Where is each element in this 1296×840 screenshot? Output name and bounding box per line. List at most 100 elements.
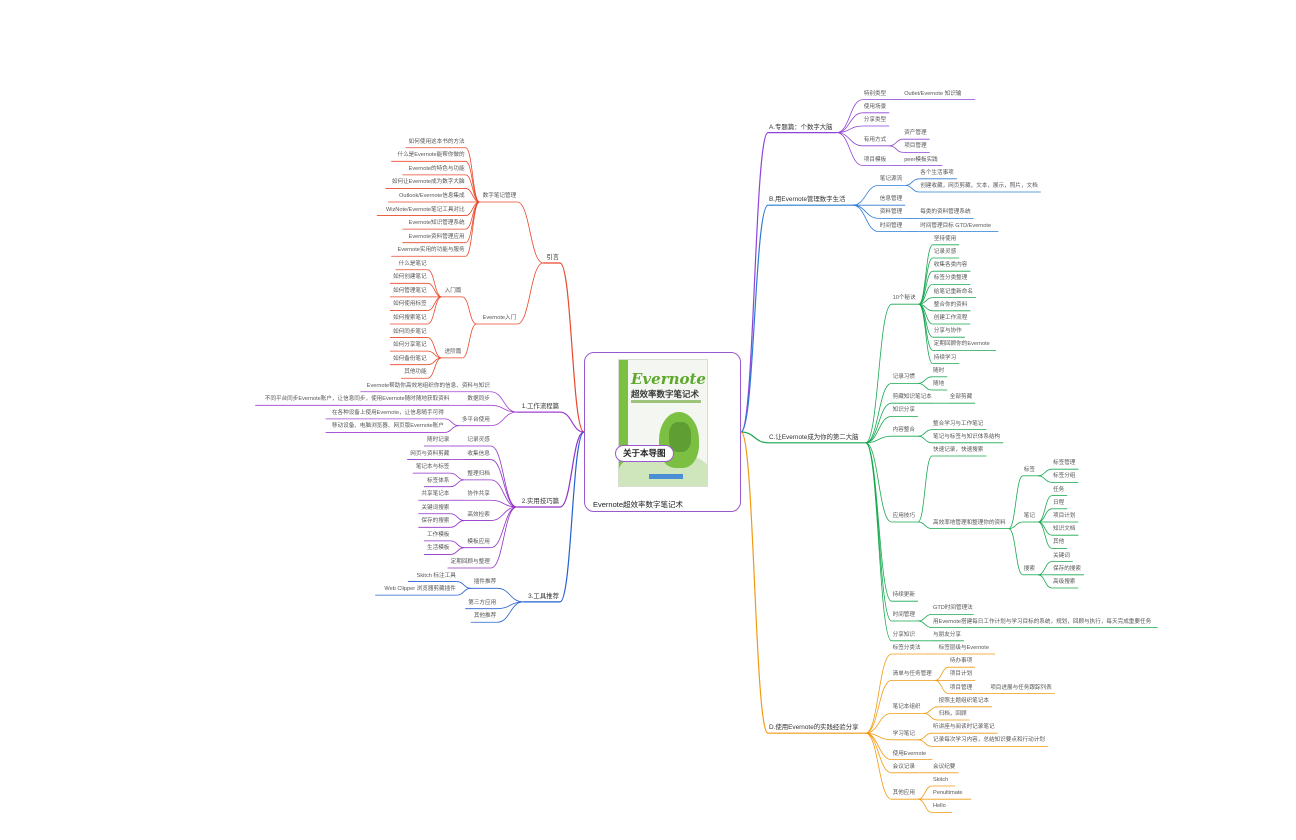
topic-node[interactable]: 在各种设备上使用Evernote，让信息随手可得 <box>331 409 444 416</box>
topic-node[interactable]: 如何管理笔记 <box>393 287 427 294</box>
topic-node[interactable]: 如何创建笔记 <box>393 274 427 281</box>
topic-node[interactable]: 第三方应用 <box>468 599 497 606</box>
topic-node[interactable]: 笔记与标签与知识体系结构 <box>933 433 1001 440</box>
topic-node[interactable]: 标签体系 <box>427 477 450 484</box>
topic-node[interactable]: Penultimate <box>933 790 963 797</box>
topic-node[interactable]: 收集各类内容 <box>933 262 968 269</box>
topic-node[interactable]: 笔记本组织 <box>892 704 921 711</box>
topic-node[interactable]: 项目计划 <box>949 671 973 678</box>
topic-node[interactable]: 待办事项 <box>949 658 973 665</box>
topic-node[interactable]: 内容整合 <box>892 427 915 434</box>
topic-node[interactable]: 知识分享 <box>892 407 915 414</box>
topic-node[interactable]: 有用方式 <box>863 136 887 143</box>
topic-node[interactable]: 持续更新 <box>892 592 915 599</box>
topic-node[interactable]: 如何同步笔记 <box>393 328 427 335</box>
topic-node[interactable]: 3.工具推荐 <box>528 592 559 600</box>
topic-node[interactable]: 1.工作流程篇 <box>521 403 559 411</box>
topic-node[interactable]: 整合你的资料 <box>933 301 968 308</box>
topic-node[interactable]: 资料管理 <box>879 209 903 216</box>
topic-node[interactable]: 坚持使用 <box>933 235 957 242</box>
topic-node[interactable]: 进阶篇 <box>444 348 462 355</box>
topic-node[interactable]: Web Clipper 浏览器剪藏插件 <box>384 586 456 593</box>
topic-node[interactable]: 其他推荐 <box>473 613 497 620</box>
topic-node[interactable]: C.让Evernote成为你的第二大脑 <box>769 433 859 441</box>
topic-node[interactable]: 入门篇 <box>444 287 462 294</box>
topic-node[interactable]: 生活模板 <box>427 545 450 552</box>
topic-node[interactable]: 时间管理 <box>879 222 903 229</box>
topic-node[interactable]: A.专题篇：个数字大脑 <box>769 123 833 131</box>
topic-node[interactable]: 每类的资料管理系统 <box>920 209 971 216</box>
topic-node[interactable]: 笔记本与标签 <box>415 464 450 471</box>
topic-node[interactable]: 如何使用标签 <box>393 301 427 308</box>
topic-node[interactable]: GTD时间管理法 <box>933 605 973 612</box>
topic-node[interactable]: 协作共享 <box>467 491 490 498</box>
topic-node[interactable]: 引言 <box>546 254 559 261</box>
topic-node[interactable]: 项目模板 <box>863 156 887 163</box>
topic-node[interactable]: 整合学习与工作笔记 <box>933 420 984 427</box>
topic-node[interactable]: Evernote资料管理应用 <box>408 233 465 240</box>
topic-node[interactable]: 收集信息 <box>467 450 490 457</box>
topic-node[interactable]: 会议纪要 <box>933 763 956 770</box>
topic-node[interactable]: 使用Evernote <box>892 750 927 757</box>
topic-node[interactable]: 标签分类法 <box>892 645 921 651</box>
topic-node[interactable]: 其他应用 <box>892 790 915 797</box>
topic-node[interactable]: 插件推荐 <box>473 579 497 586</box>
topic-node[interactable]: 工作模板 <box>427 531 450 538</box>
topic-node[interactable]: 标签 <box>1023 466 1035 473</box>
topic-node[interactable]: 定期回顾你的Evernote <box>933 341 990 348</box>
topic-node[interactable]: Skitch 标注工具 <box>416 572 456 579</box>
topic-node[interactable]: 数据同步 <box>467 396 490 403</box>
topic-node[interactable]: 标签分类整理 <box>933 275 968 282</box>
topic-node[interactable]: 学习笔记 <box>892 730 915 737</box>
topic-node[interactable]: 多平台使用 <box>461 416 490 423</box>
topic-node[interactable]: 随地 <box>933 381 945 387</box>
topic-node[interactable]: 模板应用 <box>467 538 490 545</box>
topic-node[interactable]: 其他 <box>1053 539 1065 546</box>
topic-node[interactable]: 持续学习 <box>933 354 957 361</box>
topic-node[interactable]: 笔记源流 <box>879 176 903 183</box>
topic-node[interactable]: 分享类型 <box>863 117 887 123</box>
topic-node[interactable]: 什么是Evernote能帮你做的 <box>397 152 465 159</box>
topic-node[interactable]: 随时记录 <box>427 437 450 443</box>
topic-node[interactable]: 给笔记重新命名 <box>933 288 973 295</box>
topic-node[interactable]: 任务 <box>1053 486 1065 493</box>
topic-node[interactable]: 归档，回顾 <box>938 711 967 717</box>
topic-node[interactable]: 按照主题组织笔记本 <box>938 697 989 704</box>
topic-node[interactable]: Evernote知识管理系统 <box>408 220 465 227</box>
topic-node[interactable]: 网页与资料剪藏 <box>410 450 450 457</box>
topic-node[interactable]: 关键词搜索 <box>421 504 450 511</box>
topic-node[interactable]: peer模板实践 <box>904 156 938 163</box>
topic-node[interactable]: 其他功能 <box>404 369 427 376</box>
topic-node[interactable]: 搜索 <box>1023 565 1035 572</box>
topic-node[interactable]: Outlook/Evernote信息集成 <box>399 193 465 199</box>
topic-node[interactable]: 会议记录 <box>892 763 915 770</box>
topic-node[interactable]: 高级搜索 <box>1053 579 1076 585</box>
topic-node[interactable]: 标签分组 <box>1053 473 1076 480</box>
topic-node[interactable]: 时间管理目标 GTD/Evernote <box>920 222 992 229</box>
topic-node[interactable]: 如何搜索笔记 <box>393 315 427 321</box>
topic-node[interactable]: B.用Evernote管理数字生活 <box>769 196 846 204</box>
topic-node[interactable]: 创建收藏，网页剪藏，文本，展示，照片，文档 <box>920 183 1038 189</box>
topic-node[interactable]: 项目管理 <box>904 143 927 150</box>
topic-node[interactable]: 应用技巧 <box>892 513 915 519</box>
topic-node[interactable]: 知识文档 <box>1053 526 1076 533</box>
topic-node[interactable]: 如何分享笔记 <box>393 342 427 349</box>
topic-node[interactable]: 高效率地管理和整理你的资料 <box>933 519 1006 526</box>
topic-node[interactable]: 定期回顾与整理 <box>450 559 490 565</box>
topic-node[interactable]: 分享与协作 <box>933 328 962 335</box>
topic-node[interactable]: 清单与任务管理 <box>892 671 932 678</box>
topic-node[interactable]: 特别类型 <box>863 90 887 97</box>
topic-node[interactable]: WizNote/Evernote笔记工具对比 <box>385 206 465 213</box>
topic-node[interactable]: 记录每次学习内容，总结知识要点和行动计划 <box>933 737 1045 744</box>
topic-node[interactable]: 用Evernote搭建每日工作计划与学习目标的系统，规划，回顾与执行，每天完成重… <box>933 618 1152 625</box>
topic-node[interactable]: 时间管理 <box>892 612 915 618</box>
topic-node[interactable]: Hello <box>933 803 946 810</box>
topic-node[interactable]: 保存的搜索 <box>1053 565 1081 572</box>
topic-node[interactable]: 分享知识 <box>892 631 915 638</box>
topic-node[interactable]: 各个生活事项 <box>920 169 954 176</box>
topic-node[interactable]: 全部剪藏 <box>949 394 973 401</box>
topic-node[interactable]: 记录灵感 <box>933 249 957 255</box>
root-topic-card[interactable]: Evernote 超效率数字笔记术 关于本导图 Evernote超效率数字笔记术 <box>584 352 741 512</box>
topic-node[interactable]: 2.实用技巧篇 <box>521 498 559 505</box>
topic-node[interactable]: 保存的搜索 <box>421 518 450 525</box>
